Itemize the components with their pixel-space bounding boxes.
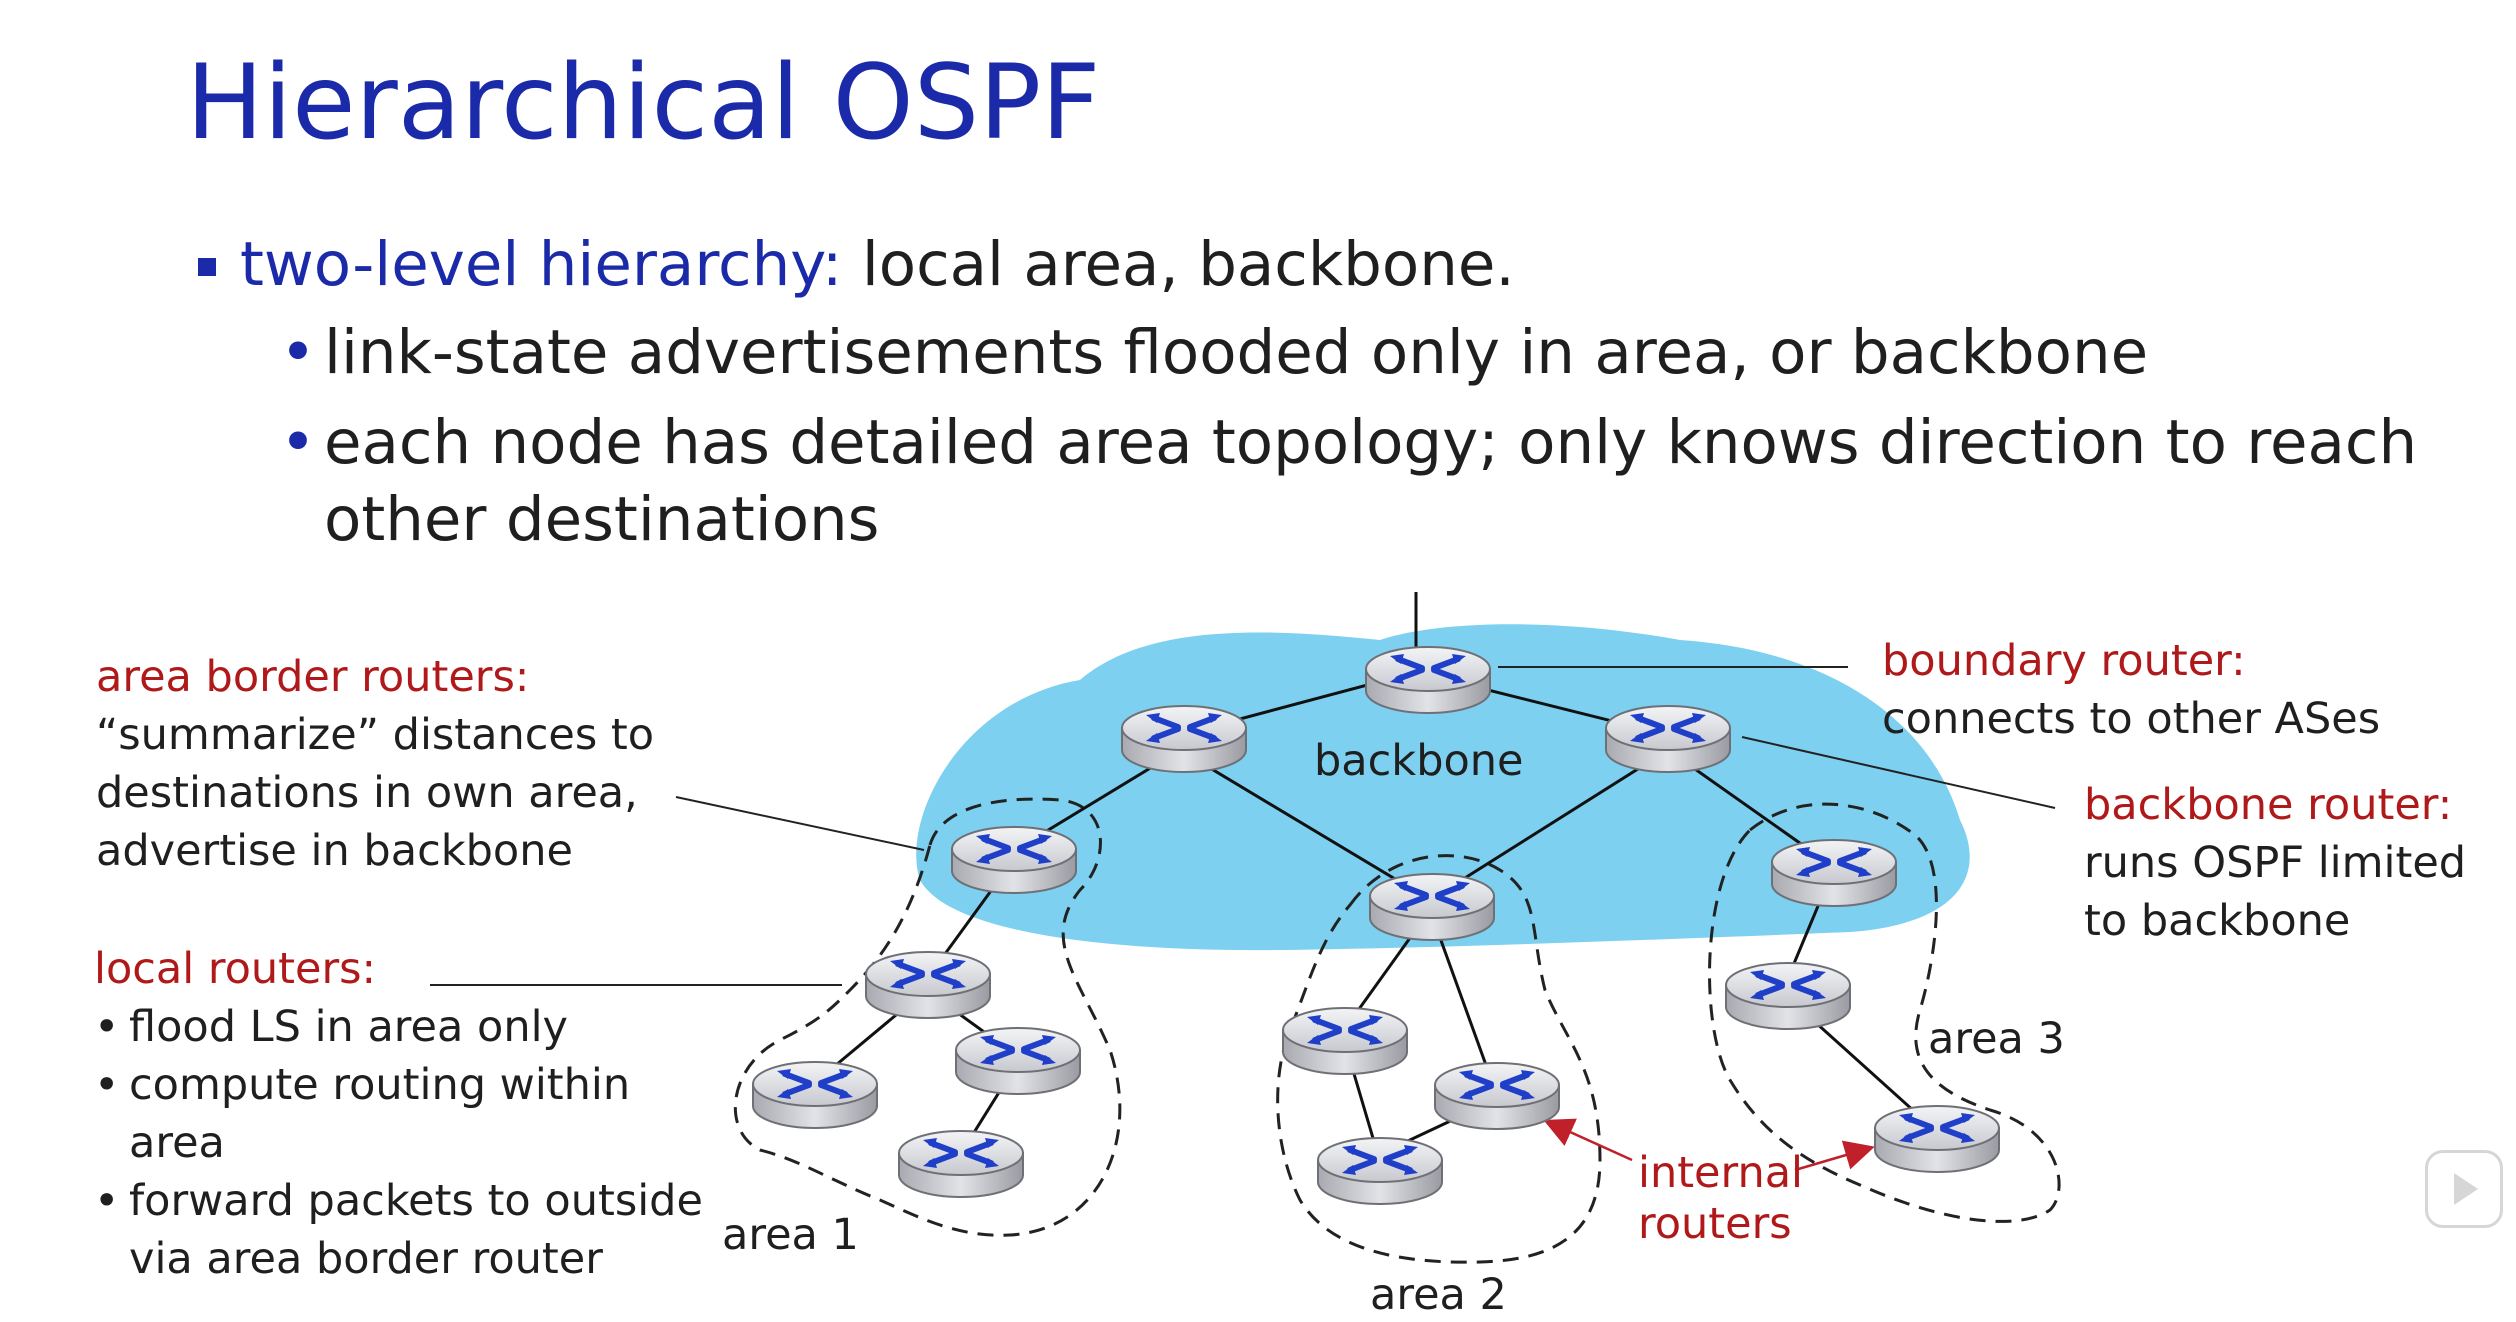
backbone-router-heading: backbone router: [2084, 780, 2453, 830]
round-bullet-icon: • [280, 407, 316, 479]
router-icon [899, 1131, 1023, 1197]
sub-bullet-text: link-state advertisements flooded only i… [324, 317, 2149, 389]
backbone-label: backbone [1314, 736, 1524, 786]
slide-title: Hierarchical OSPF [186, 43, 1101, 163]
round-bullet-icon: • [94, 1002, 120, 1053]
router-icon [866, 952, 990, 1018]
round-bullet-icon: • [280, 317, 316, 389]
link-right-abr2 [1429, 748, 1669, 902]
area-border-line-3: advertise in backbone [96, 826, 573, 877]
area1-label: area 1 [722, 1210, 859, 1260]
square-bullet-icon [198, 258, 216, 276]
router-icon [1122, 706, 1246, 772]
list-item: •forward packets to outside via area bor… [94, 1172, 749, 1288]
internal-routers-callout: internal routers [1638, 1148, 1803, 1249]
arrow-internal-2 [1794, 1140, 1875, 1172]
boundary-router-heading: boundary router: [1882, 636, 2246, 686]
backbone-router-line-1: runs OSPF limited [2084, 838, 2467, 889]
internal-routers-line-2: routers [1638, 1198, 1792, 1249]
list-item: •flood LS in area only [94, 998, 749, 1056]
backbone-router-callout: backbone router: runs OSPF limited to ba… [2084, 776, 2466, 950]
router-icon [952, 827, 1076, 893]
boundary-router-callout: boundary router: connects to other ASes [1882, 632, 2380, 748]
router-icon [1366, 647, 1490, 713]
area3-boundary [1708, 802, 2061, 1223]
arrow-internal-1 [1543, 1118, 1633, 1162]
router-icon [1606, 706, 1730, 772]
router-icon [1283, 1008, 1407, 1074]
local-routers-list: •flood LS in area only •compute routing … [94, 998, 749, 1288]
bullet-two-level: two-level hierarchy: local area, backbon… [190, 228, 2516, 301]
area1-boundary [733, 797, 1122, 1237]
router-icon [1875, 1106, 1999, 1172]
round-bullet-icon: • [94, 1176, 120, 1227]
boundary-router-line: connects to other ASes [1882, 694, 2381, 745]
router-icon [1435, 1063, 1559, 1129]
link-left-abr2 [1179, 748, 1431, 902]
play-icon[interactable] [2425, 1150, 2503, 1228]
router-icon [1370, 874, 1494, 940]
bullet-term: two-level hierarchy: [240, 229, 843, 300]
round-bullet-icon: • [94, 1060, 120, 1111]
sub-bullet-text: each node has detailed area topology; on… [324, 407, 2418, 555]
line-backbone-router-callout [1741, 736, 2056, 809]
internal-routers-line-1: internal [1638, 1148, 1803, 1198]
local-routers-heading: local routers: [94, 944, 377, 994]
bullet-rest: local area, backbone. [842, 229, 1515, 300]
area2-label: area 2 [1370, 1270, 1507, 1320]
router-icon [1318, 1138, 1442, 1204]
area-border-callout: area border routers: “summarize” distanc… [96, 648, 654, 880]
line-abr-callout [675, 796, 925, 851]
area3-label: area 3 [1928, 1014, 2065, 1064]
router-icon [1726, 963, 1850, 1029]
local-routers-callout: local routers: •flood LS in area only •c… [94, 940, 749, 1288]
backbone-router-line-2: to backbone [2084, 896, 2351, 947]
area-border-line-2: destinations in own area, [96, 768, 638, 819]
sub-bullet-lsa: • link-state advertisements flooded only… [280, 315, 2516, 391]
router-icon [753, 1062, 877, 1128]
list-item: •compute routing within area [94, 1056, 719, 1172]
router-icon [956, 1028, 1080, 1094]
sub-bullet-topology: • each node has detailed area topology; … [280, 405, 2516, 558]
area2-boundary [1276, 854, 1602, 1264]
area-border-heading: area border routers: [96, 652, 530, 702]
bullet-list: two-level hierarchy: local area, backbon… [190, 228, 2516, 558]
router-icon [1772, 840, 1896, 906]
area-border-line-1: “summarize” distances to [96, 710, 655, 761]
